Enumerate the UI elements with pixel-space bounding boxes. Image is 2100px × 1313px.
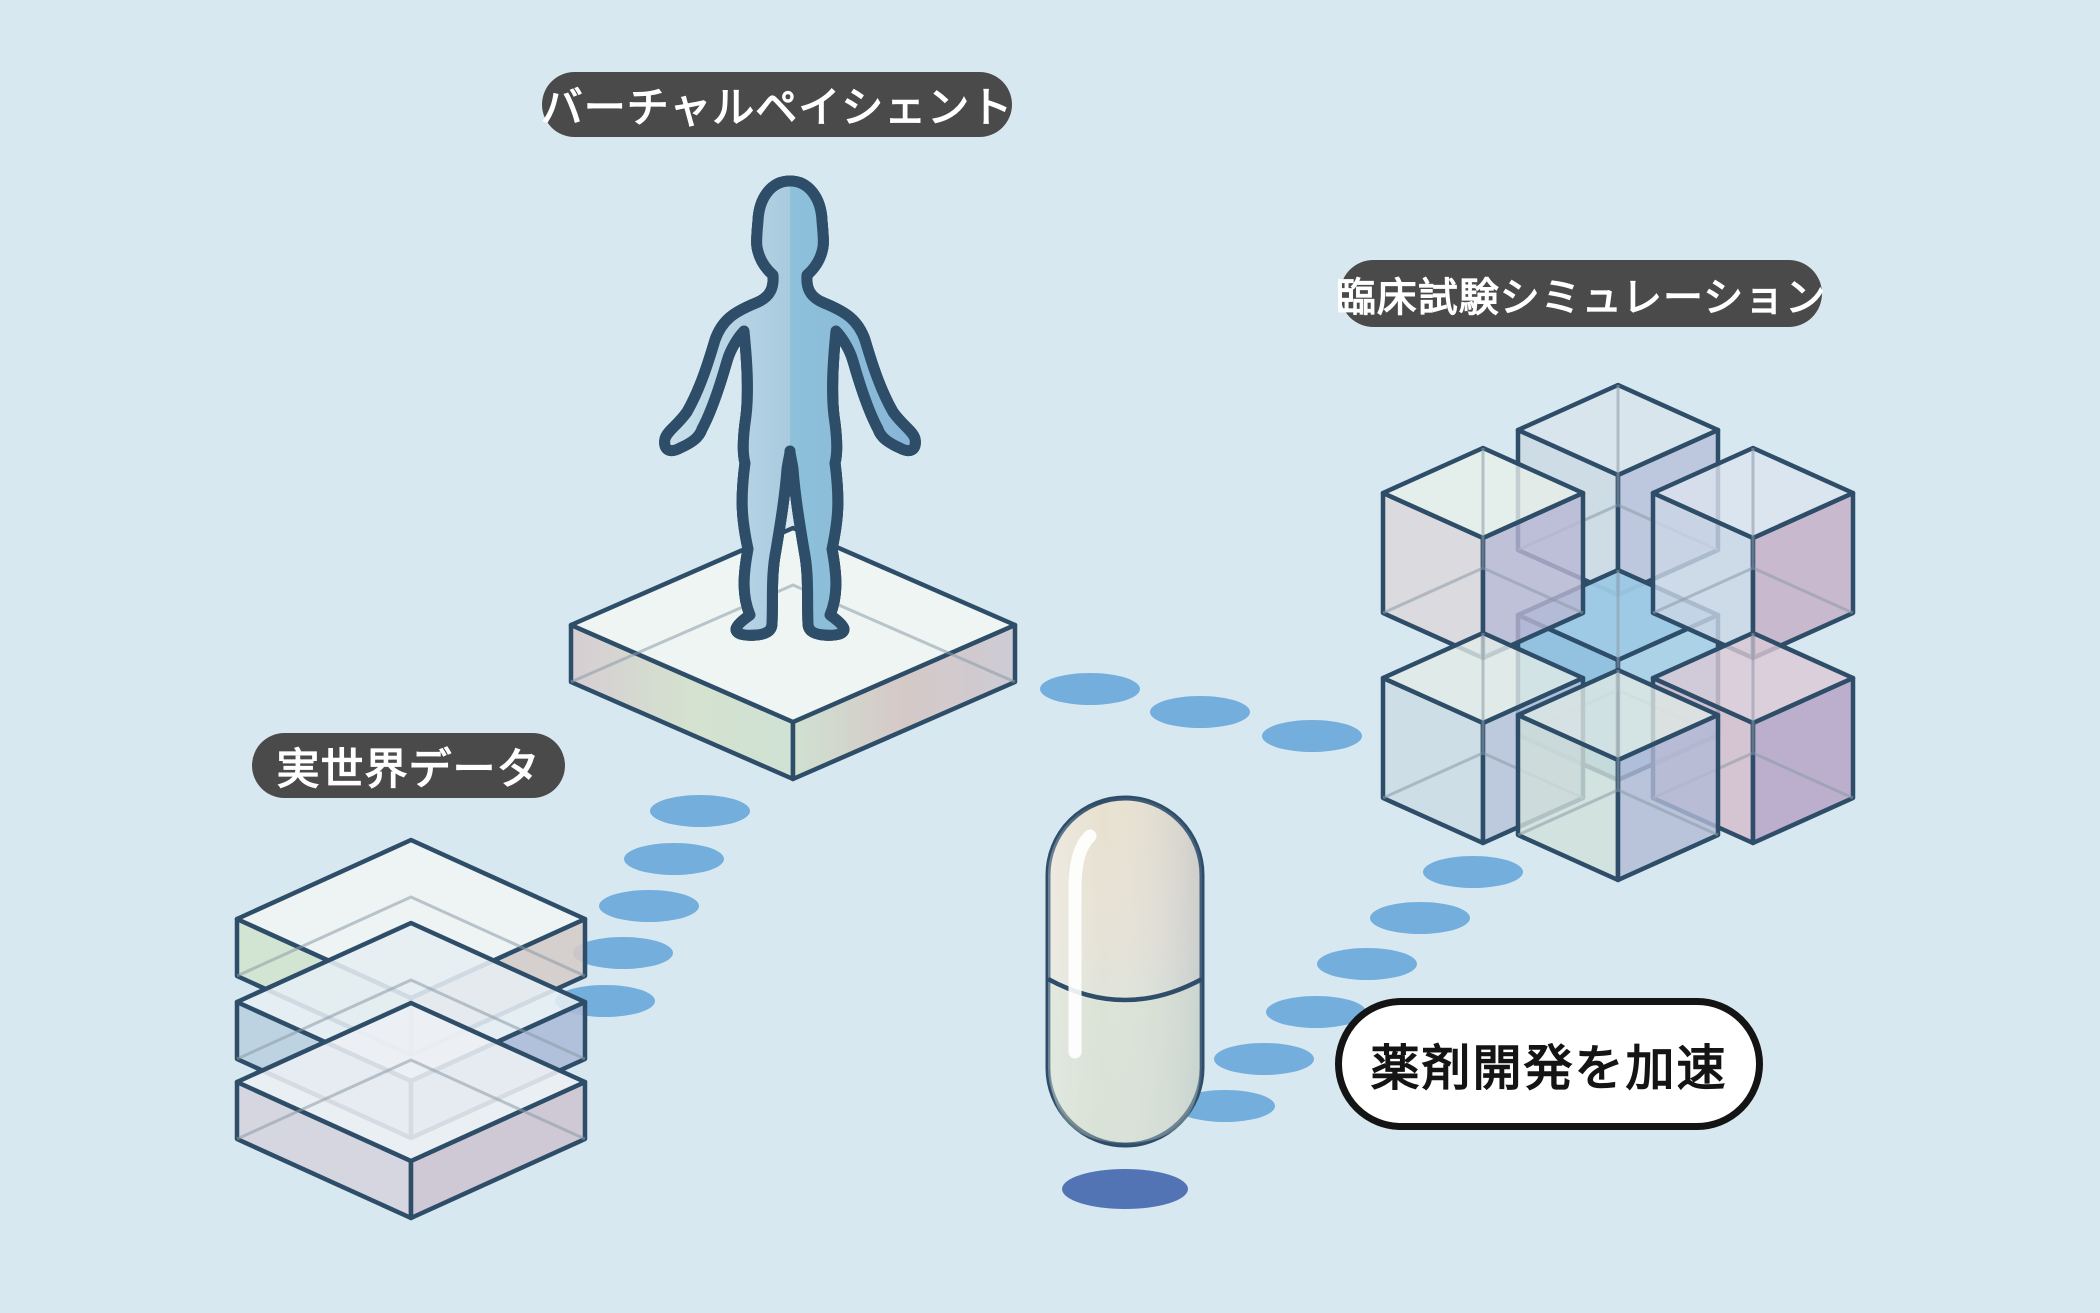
label-real-world-data: 実世界データ: [252, 733, 565, 798]
capsule-seam: [1046, 977, 1204, 1003]
trail-dot: [1317, 948, 1417, 980]
dot-trail-platform-to-simulation: [1040, 673, 1362, 752]
data-layer-3-top-face: [234, 1000, 588, 1164]
dot-trail-simulation-to-capsule: [1175, 856, 1523, 1122]
capsule-highlight: [1068, 829, 1097, 1059]
label-virtual-patient: バーチャルペイシェント: [540, 72, 1014, 137]
label-clinical-trial-text: 臨床試験シミュレーション: [1335, 275, 1827, 320]
trail-dot: [1150, 696, 1250, 728]
label-accelerate-drug-development: 薬剤開発を加速: [1335, 998, 1763, 1130]
label-real-world-text: 実世界データ: [276, 745, 541, 794]
trail-dot: [599, 890, 699, 922]
real-world-data-layers: [234, 837, 588, 1221]
label-accelerate-text: 薬剤開発を加速: [1370, 1041, 1728, 1096]
data-layer-1-inner-edges: [236, 895, 586, 978]
trail-dot: [624, 843, 724, 875]
cube-top-left-inner-edges: [1382, 448, 1584, 615]
trail-dot: [1040, 673, 1140, 705]
trail-dot: [1266, 996, 1366, 1028]
trail-dot: [1370, 902, 1470, 934]
virtual-patient-figure: [665, 175, 916, 635]
capsule-shadow-dot: [1062, 1169, 1188, 1209]
data-layer-3-inner-edges: [236, 1058, 586, 1141]
trail-dot: [1175, 1090, 1275, 1122]
capsule-lower-half: [1050, 984, 1200, 1143]
cube-top-right-inner-edges: [1652, 448, 1854, 615]
label-virtual-patient-text: バーチャルペイシェント: [540, 84, 1014, 131]
trail-dot: [1423, 856, 1523, 888]
dot-trail-platform-to-data-layers: [555, 795, 750, 1017]
simulation-cube-cluster: [1380, 382, 1856, 883]
cube-front-bottom-inner-edges: [1517, 670, 1719, 837]
trail-dot: [1262, 720, 1362, 752]
capsule-shading: [1048, 798, 1202, 1145]
data-layer-2-inner-edges: [236, 978, 586, 1061]
virtual-patient-platform: [568, 525, 1018, 782]
drug-capsule: [1045, 795, 1205, 1148]
platform-top-face: [568, 525, 1018, 725]
trail-dot: [650, 795, 750, 827]
label-clinical-trial-simulation: 臨床試験シミュレーション: [1336, 260, 1825, 327]
trail-dot: [573, 937, 673, 969]
platform-inner-edges: [570, 583, 1016, 684]
trail-dot: [1214, 1043, 1314, 1075]
